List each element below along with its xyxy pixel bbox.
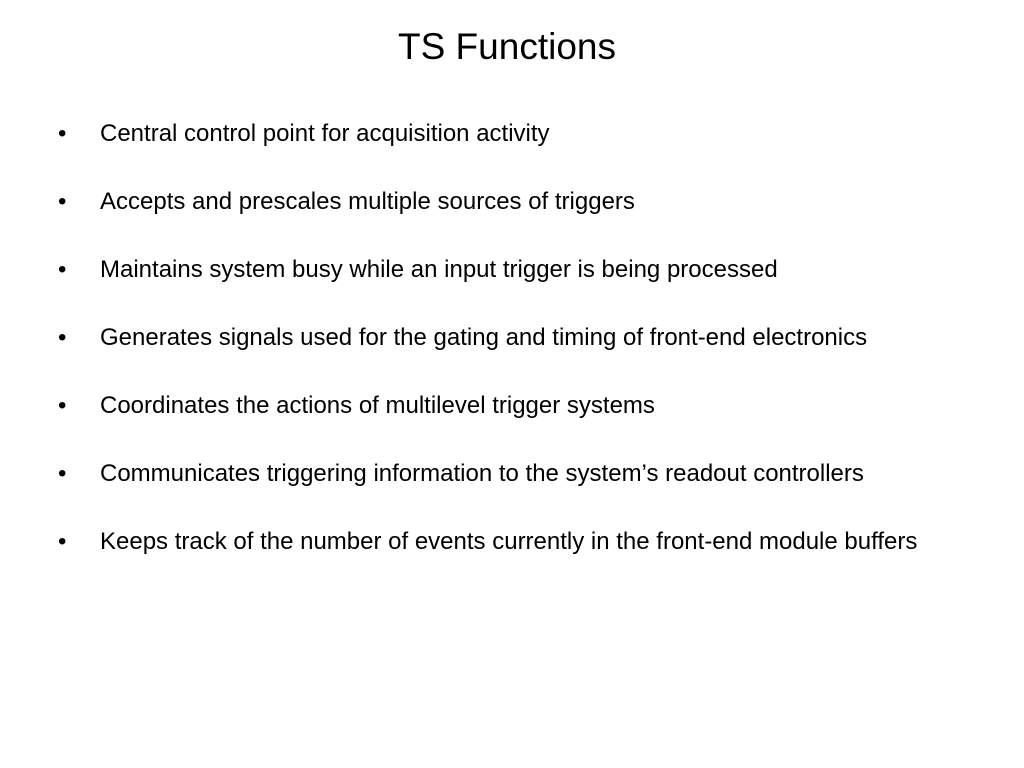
bullet-text: Keeps track of the number of events curr… (100, 528, 918, 555)
bullet-item-5: • Coordinates the actions of multilevel … (58, 392, 958, 419)
bullet-icon: • (58, 256, 67, 283)
bullet-item-4: • Generates signals used for the gating … (58, 324, 958, 351)
bullet-icon: • (58, 460, 67, 487)
bullet-icon: • (58, 392, 67, 419)
slide-title: TS Functions (398, 26, 616, 67)
bullet-item-2: • Accepts and prescales multiple sources… (58, 188, 958, 215)
bullet-list: • Central control point for acquisition … (58, 120, 958, 596)
bullet-text: Coordinates the actions of multilevel tr… (100, 392, 655, 419)
bullet-icon: • (58, 188, 67, 215)
bullet-item-1: • Central control point for acquisition … (58, 120, 958, 147)
bullet-text: Communicates triggering information to t… (100, 460, 864, 487)
bullet-item-6: • Communicates triggering information to… (58, 460, 958, 487)
bullet-icon: • (58, 324, 67, 351)
bullet-item-7: • Keeps track of the number of events cu… (58, 528, 958, 555)
bullet-text: Central control point for acquisition ac… (100, 120, 550, 147)
bullet-text: Generates signals used for the gating an… (100, 324, 868, 351)
bullet-text: Accepts and prescales multiple sources o… (100, 188, 635, 215)
bullet-item-3: • Maintains system busy while an input t… (58, 256, 958, 283)
bullet-icon: • (58, 120, 67, 147)
bullet-icon: • (58, 528, 67, 555)
bullet-text: Maintains system busy while an input tri… (100, 256, 778, 283)
